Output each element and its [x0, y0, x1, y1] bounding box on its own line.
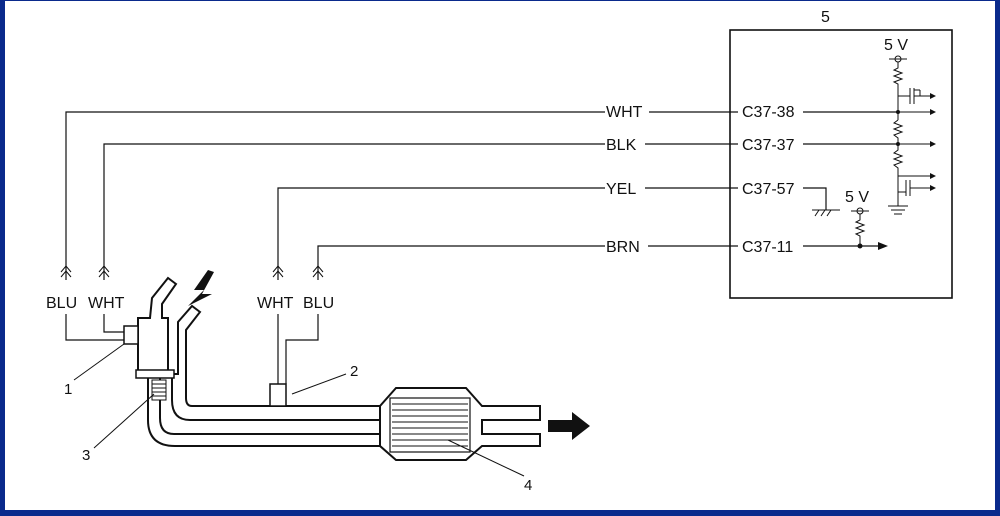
oxygen-sensor-2 — [269, 383, 287, 407]
callout-line — [93, 393, 155, 449]
wire-wht-38 — [65, 111, 605, 280]
pin-label: C37-37 — [742, 137, 795, 154]
callout-line — [291, 373, 347, 395]
pin-label: C37-11 — [742, 239, 793, 256]
wire-color-label: WHT — [257, 295, 294, 312]
ecm-box — [729, 29, 953, 299]
exhaust-pipe — [135, 276, 381, 447]
callout-number: 4 — [524, 477, 532, 494]
pin-label: C37-57 — [742, 181, 795, 198]
resistor-icon — [892, 62, 904, 96]
wire-color-label: BLU — [303, 295, 334, 312]
ground-symbol — [888, 205, 908, 215]
resistor-icon — [892, 119, 904, 144]
wire-color-label: YEL — [606, 181, 636, 198]
callout-line — [447, 439, 525, 477]
wire-color-label: BLK — [606, 137, 637, 154]
supply-voltage-label: 5 V — [884, 37, 908, 54]
pin-label: C37-38 — [742, 104, 795, 121]
callout-number: 2 — [350, 363, 358, 380]
transistor-icon — [897, 180, 936, 206]
wire-color-label: BRN — [606, 239, 640, 256]
wire-blk-37 — [103, 143, 605, 280]
wire-brn-11 — [317, 245, 605, 280]
oxygen-sensor-1 — [123, 325, 139, 345]
resistor-icon — [892, 144, 904, 176]
ecm-label: 5 — [821, 9, 830, 26]
connector-icon — [60, 265, 324, 278]
flow-arrow-icon — [548, 412, 590, 440]
transistor-icon — [898, 88, 936, 104]
flow-arrow-icon — [188, 270, 214, 306]
supply-voltage-label: 5 V — [845, 189, 869, 206]
wire-yel-57 — [277, 187, 605, 280]
wire-color-label: BLU — [46, 295, 77, 312]
wire-color-label: WHT — [606, 104, 643, 121]
catalytic-converter — [379, 387, 541, 461]
callout-number: 1 — [64, 381, 72, 398]
callout-number: 3 — [82, 447, 90, 464]
resistor-icon — [854, 214, 866, 246]
callout-line — [73, 343, 125, 381]
wire-color-label: WHT — [88, 295, 125, 312]
